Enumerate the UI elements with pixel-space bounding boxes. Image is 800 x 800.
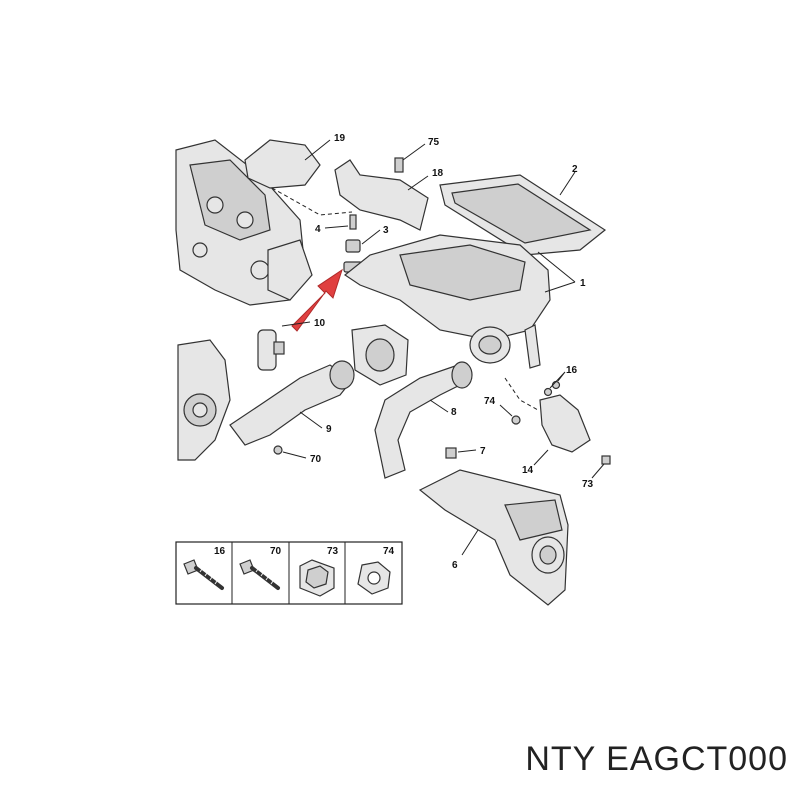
legend-label-73: 73 — [327, 546, 339, 557]
legend-label-70: 70 — [270, 546, 282, 557]
part-10-sensor: 10 — [257, 318, 326, 371]
callout-14: 14 — [522, 465, 534, 476]
nut-icon — [357, 561, 391, 595]
indicator-arrow — [291, 268, 343, 332]
part-70-screw: 70 — [273, 445, 322, 465]
callout-16: 16 — [566, 365, 578, 376]
callout-18: 18 — [432, 168, 444, 179]
part-7-clip: 7 — [445, 446, 486, 459]
callout-10: 10 — [314, 318, 326, 329]
engine-block — [175, 139, 313, 306]
legend-label-74: 74 — [383, 546, 395, 557]
part-16-screws: 16 — [543, 365, 578, 397]
screw-icon — [183, 559, 224, 590]
callout-7: 7 — [480, 446, 486, 457]
legend-label-16: 16 — [214, 546, 226, 557]
part-18-support: 18 — [334, 159, 444, 231]
callout-3: 3 — [383, 225, 389, 236]
part-8-intake-pipe: 8 — [374, 361, 473, 479]
callout-70: 70 — [310, 454, 322, 465]
part-75-bolt: 75 — [394, 137, 440, 173]
screw-icon — [239, 559, 280, 590]
clip-icon — [299, 559, 335, 597]
part-73-clip: 73 — [582, 455, 611, 490]
callout-73: 73 — [582, 479, 594, 490]
part-19-bracket: 19 — [244, 133, 353, 216]
callout-74: 74 — [484, 396, 496, 407]
callout-8: 8 — [451, 407, 457, 418]
callout-4: 4 — [315, 224, 321, 235]
air-flow-meter — [351, 324, 409, 386]
part-14-bracket: 14 — [504, 377, 591, 476]
turbocharger — [177, 339, 231, 461]
part-6-inlet-duct: 6 — [418, 469, 569, 606]
part-4-stud: 4 — [315, 214, 357, 235]
callout-6: 6 — [452, 560, 458, 571]
callout-75: 75 — [428, 137, 440, 148]
part-1-filter-housing: 1 — [343, 234, 586, 369]
callout-2: 2 — [572, 164, 578, 175]
fastener-legend: 16 70 73 74 — [175, 541, 403, 605]
callout-9: 9 — [326, 424, 332, 435]
callout-1: 1 — [580, 278, 586, 289]
part-number-caption: NTY EAGCT000 — [525, 740, 788, 778]
part-2-air-filter: 2 — [439, 164, 607, 256]
callout-19: 19 — [334, 133, 346, 144]
part-74-nut: 74 — [484, 396, 521, 425]
part-9-hose: 9 — [229, 360, 355, 446]
